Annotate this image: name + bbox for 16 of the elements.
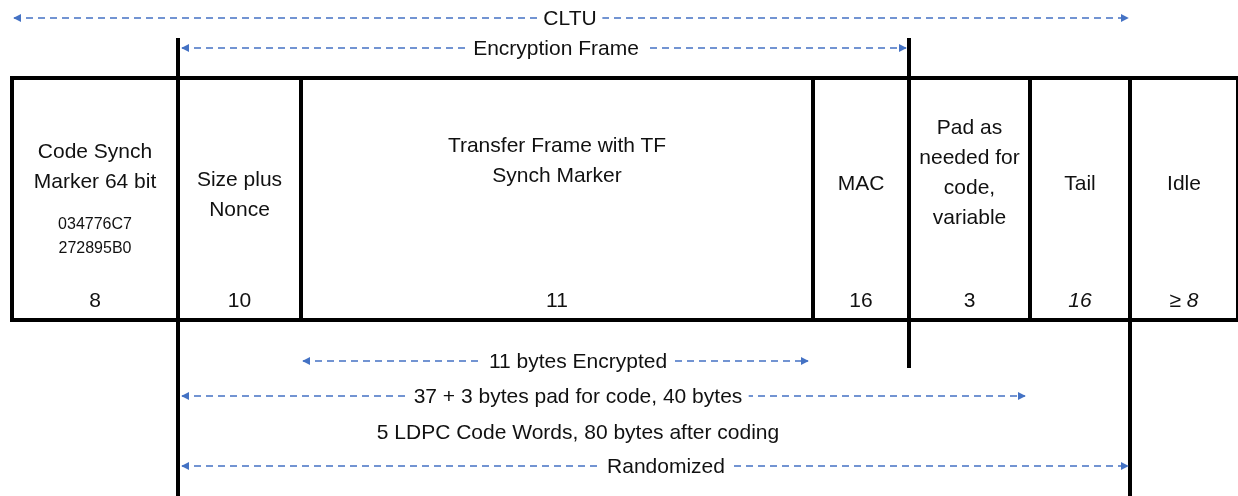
byte-count: ≥ 8 — [1169, 287, 1199, 313]
hex-value: 034776C7 272895B0 — [57, 214, 133, 258]
byte-count: 16 — [1068, 287, 1092, 313]
field-label: Tail — [1063, 170, 1097, 196]
field-label: Code Synch Marker 64 bit — [32, 138, 158, 194]
field-label: Pad as needed for code, variable — [918, 114, 1021, 230]
byte-count: 11 — [546, 287, 568, 313]
byte-count: 3 — [963, 287, 976, 313]
byte-count: 8 — [89, 287, 101, 313]
span-label: 5 LDPC Code Words, 80 bytes after coding — [375, 419, 781, 445]
byte-count: 16 — [849, 287, 873, 313]
field-label: Size plus Nonce — [195, 166, 284, 222]
field-label: Transfer Frame with TF Synch Marker — [446, 132, 668, 188]
byte-count: 10 — [227, 287, 252, 313]
field-label: Idle — [1166, 170, 1202, 196]
field-label: MAC — [836, 170, 886, 196]
